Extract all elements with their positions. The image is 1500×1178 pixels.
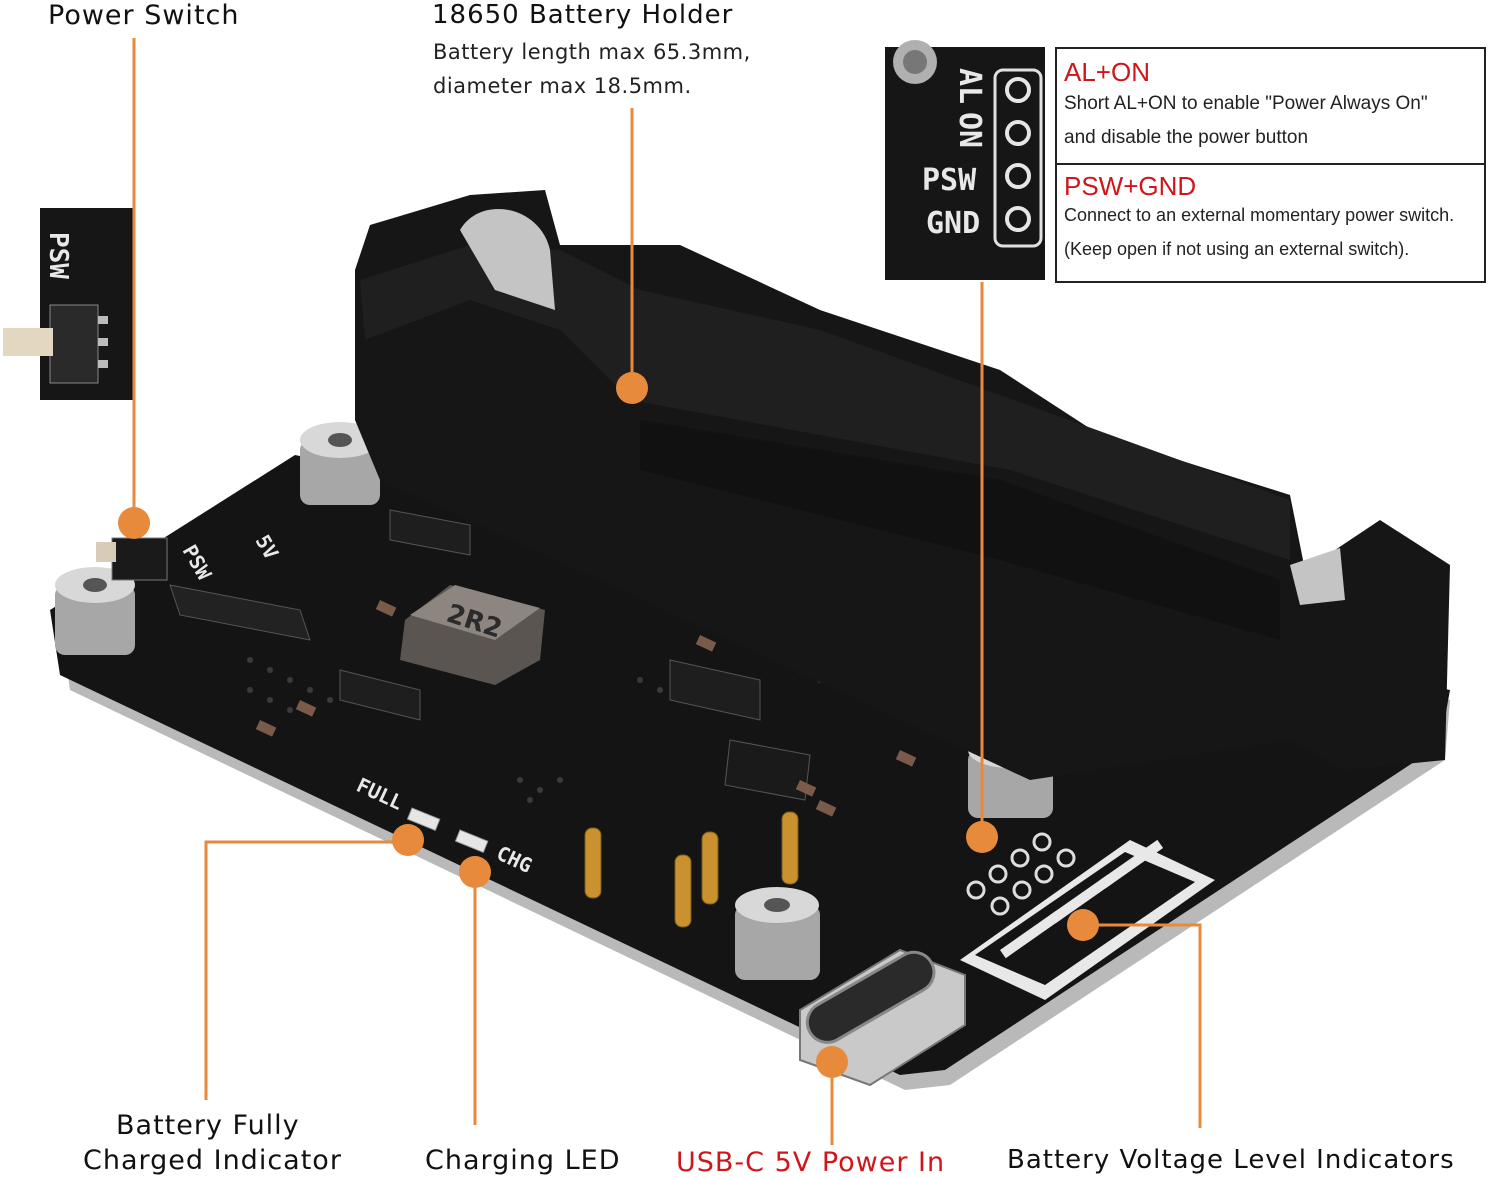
full-led — [406, 807, 441, 832]
usb-power-label: USB-C 5V Power In — [676, 1147, 946, 1178]
power-switch-label: Power Switch — [48, 0, 240, 31]
standoff — [735, 887, 820, 980]
ic-chip — [169, 584, 311, 641]
fully-charged-label-line-2: Charged Indicator — [83, 1145, 342, 1176]
pswgnd-body-line-1: Connect to an external momentary power s… — [1064, 205, 1455, 225]
board-pin-header — [966, 832, 1076, 916]
board-power-switch — [96, 537, 168, 581]
inset-power-switch: PSW — [3, 208, 134, 400]
pin-label-psw: PSW — [922, 163, 977, 198]
battery-holder-note-line-2: diameter max 18.5mm. — [433, 74, 692, 98]
callout-dots — [118, 372, 1099, 1078]
voltage-indicators-label: Battery Voltage Level Indicators — [1007, 1145, 1455, 1175]
alon-title: AL+ON — [1064, 57, 1150, 87]
ic-chip — [339, 669, 421, 721]
pin-label-on: ON — [952, 112, 987, 148]
charging-led-label: Charging LED — [425, 1145, 621, 1176]
inductor: 2R2 — [400, 585, 545, 685]
pin-info-box: AL+ON Short AL+ON to enable "Power Alway… — [1055, 47, 1486, 283]
ic-chip — [669, 659, 761, 721]
info-divider — [1057, 163, 1484, 165]
ic-chip — [389, 509, 471, 556]
pswgnd-title: PSW+GND — [1064, 171, 1197, 201]
battery-holder-label: 18650 Battery Holder — [432, 0, 734, 30]
pin-label-al: AL — [952, 68, 987, 104]
battery-holder-note-line-1: Battery length max 65.3mm, — [433, 40, 751, 64]
alon-body-line-2: and disable the power button — [1064, 127, 1309, 148]
alon-body-line-1: Short AL+ON to enable "Power Always On" — [1064, 93, 1428, 114]
pin-label-gnd: GND — [926, 206, 980, 241]
chg-led — [454, 829, 489, 854]
pcb-board: 2R2 5V PSW FULL CHG — [50, 422, 1450, 1090]
inset-pin-header: AL ON PSW GND — [885, 40, 1045, 280]
fully-charged-label-line-1: Battery Fully — [116, 1110, 300, 1141]
pogo-pins — [584, 811, 799, 928]
callout-lines — [132, 38, 1202, 1145]
inset-psw-label: PSW — [43, 232, 73, 279]
battery-holder — [355, 190, 1450, 780]
ic-chip — [724, 739, 811, 801]
pswgnd-body-line-2: (Keep open if not using an external swit… — [1064, 239, 1410, 259]
